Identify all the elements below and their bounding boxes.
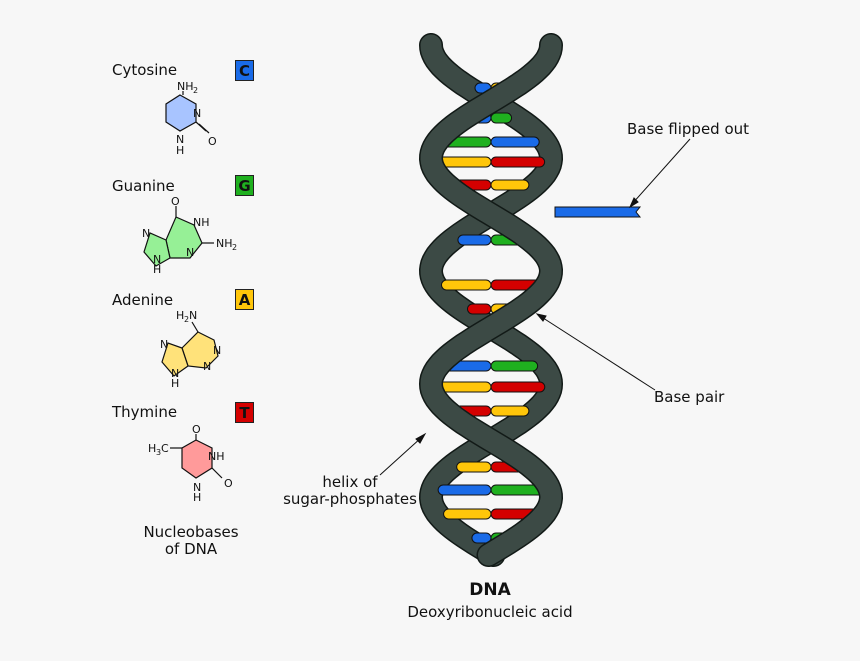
thymine-c: C (161, 442, 169, 455)
thymine-label: Thymine (112, 403, 178, 421)
base-flipped-arrowhead (628, 197, 639, 209)
thymine-structure: H 3 C O NH N H O (148, 423, 233, 504)
thymine-o-right: O (224, 477, 233, 490)
guanine-nh: NH (193, 216, 210, 229)
guanine-h: H (153, 263, 161, 276)
cytosine-structure: NH 2 N N H O (165, 80, 217, 157)
base-pair-left (456, 461, 492, 473)
guanine-nh-bottom: N (153, 253, 161, 266)
cytosine-nh: N (176, 133, 184, 146)
base-pair-left (437, 484, 492, 496)
helix-label-line-1: helix of (322, 473, 378, 491)
thymine-nh: NH (208, 450, 225, 463)
guanine-label: Guanine (112, 177, 175, 195)
thymine-badge: T (235, 402, 254, 423)
thymine-h-bottom: H (193, 491, 201, 504)
dna-helix (418, 33, 642, 567)
flipped-base (554, 206, 642, 218)
adenine-h2n-n: N (189, 309, 197, 322)
base-pair-right (490, 156, 546, 168)
guanine-n-left: N (142, 227, 150, 240)
base-flipped-label: Base flipped out (627, 120, 750, 138)
base-pair-right (490, 360, 539, 372)
cytosine-nh2: NH (177, 80, 194, 93)
thymine-o-top: O (192, 423, 201, 436)
adenine-label: Adenine (112, 291, 174, 309)
thymine-h: H (148, 442, 156, 455)
cytosine-badge: C (235, 60, 254, 81)
guanine-structure: O NH N N N H NH 2 (142, 195, 237, 276)
base-pair-right (490, 381, 546, 393)
adenine-structure: H 2 N N N N N H (160, 309, 221, 390)
adenine-n-topleft: N (160, 338, 168, 351)
adenine-badge: A (235, 289, 254, 310)
cytosine-label: Cytosine (112, 61, 178, 79)
caption-line-1: Nucleobases (143, 523, 239, 541)
guanine-badge: G (235, 175, 254, 196)
adenine-h: H (176, 309, 184, 322)
base-pair-left (443, 508, 492, 520)
thymine-nh-bottom: N (193, 481, 201, 494)
backbone-strand-front (420, 34, 562, 566)
adenine-nh: N (171, 367, 179, 380)
base-pair-right (490, 112, 513, 124)
adenine-n-bottom: N (203, 360, 211, 373)
helix-label-line-2: sugar-phosphates (283, 490, 417, 508)
base-flipped-arrow (631, 138, 691, 205)
guanine-n-bottom: N (186, 246, 194, 259)
base-pair-right (490, 405, 530, 417)
adenine-h2-sub: 2 (184, 315, 189, 324)
cytosine-n: N (193, 107, 201, 120)
base-pair-arrow (539, 315, 656, 391)
base-pair-left (466, 303, 492, 315)
helix-arrow (379, 436, 423, 476)
guanine-nh2: NH (216, 237, 233, 250)
adenine-h-bottom: H (171, 377, 179, 390)
dna-subtitle: Deoxyribonucleic acid (407, 603, 573, 621)
adenine-n-right: N (213, 344, 221, 357)
base-pair-arrowhead (535, 313, 547, 322)
base-pair-left (457, 234, 492, 246)
guanine-nh2-sub: 2 (232, 243, 237, 252)
backbone-strand-back (420, 34, 562, 566)
base-pair-left (436, 381, 492, 393)
base-pair-right (490, 179, 530, 191)
cytosine-nh2-sub: 2 (193, 86, 198, 95)
cytosine-h: H (176, 144, 184, 157)
base-pair-right (490, 136, 540, 148)
guanine-o: O (171, 195, 180, 208)
thymine-h3-sub: 3 (156, 448, 161, 457)
helix-arrowhead (415, 432, 427, 444)
caption-line-2: of DNA (164, 540, 218, 558)
dna-title: DNA (469, 580, 511, 600)
cytosine-o: O (208, 135, 217, 148)
base-pair-left (440, 279, 492, 291)
nucleobases-caption: Nucleobases of DNA (130, 524, 252, 558)
helix-label: helix of sugar-phosphates (274, 474, 426, 508)
base-pair-label: Base pair (654, 388, 725, 406)
